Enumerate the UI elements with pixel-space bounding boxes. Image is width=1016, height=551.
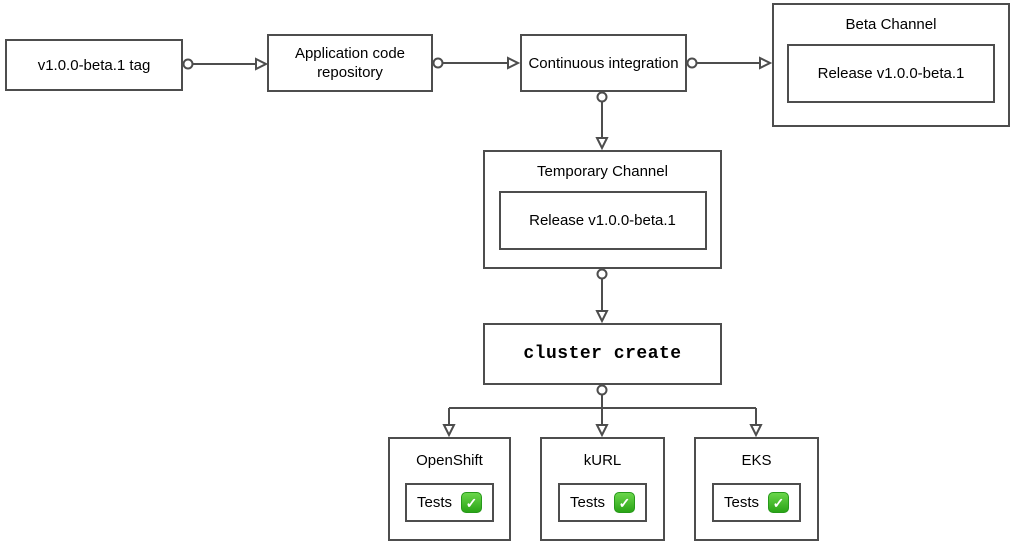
node-eks: EKS Tests ✓ <box>694 437 819 541</box>
kurl-title: kURL <box>583 452 622 469</box>
temporary-channel-release-box: Release v1.0.0-beta.1 <box>498 191 707 250</box>
beta-channel-release-box: Release v1.0.0-beta.1 <box>787 44 995 103</box>
openshift-title: OpenShift <box>416 452 483 469</box>
node-openshift: OpenShift Tests ✓ <box>388 437 511 541</box>
node-application-code-repository: Application code repository <box>267 34 433 92</box>
check-icon: ✓ <box>461 492 482 513</box>
check-icon: ✓ <box>768 492 789 513</box>
eks-tests-label: Tests <box>723 494 759 511</box>
edge-temporary-channel-to-cluster-create <box>595 268 609 324</box>
node-continuous-integration: Continuous integration <box>520 34 687 92</box>
check-glyph: ✓ <box>465 494 478 511</box>
eks-title: EKS <box>741 452 772 469</box>
eks-tests-box: Tests ✓ <box>711 483 801 522</box>
edge-tag-to-repo <box>182 57 269 71</box>
check-glyph: ✓ <box>618 494 631 511</box>
node-cluster-create: cluster create <box>483 323 722 385</box>
temporary-channel-release-label: Release v1.0.0-beta.1 <box>529 212 676 229</box>
node-continuous-integration-label: Continuous integration <box>528 54 679 72</box>
edge-ci-to-temporary-channel <box>595 91 609 151</box>
node-application-code-repository-label: Application code repository <box>294 45 406 81</box>
edge-cluster-create-to-platforms <box>442 384 763 438</box>
node-temporary-channel: Temporary Channel Release v1.0.0-beta.1 <box>483 150 722 269</box>
openshift-tests-label: Tests <box>416 494 452 511</box>
openshift-tests-box: Tests ✓ <box>404 483 494 522</box>
beta-channel-title: Beta Channel <box>845 16 937 33</box>
kurl-tests-box: Tests ✓ <box>557 483 647 522</box>
node-version-tag-label: v1.0.0-beta.1 tag <box>37 56 151 74</box>
node-version-tag: v1.0.0-beta.1 tag <box>5 39 183 91</box>
check-icon: ✓ <box>614 492 635 513</box>
node-kurl: kURL Tests ✓ <box>540 437 665 541</box>
check-glyph: ✓ <box>772 494 785 511</box>
kurl-tests-label: Tests <box>569 494 605 511</box>
edge-repo-to-ci <box>432 56 521 70</box>
beta-channel-release-label: Release v1.0.0-beta.1 <box>817 65 965 82</box>
cluster-create-label: cluster create <box>523 343 682 364</box>
temporary-channel-title: Temporary Channel <box>537 163 668 180</box>
edge-ci-to-beta-channel <box>686 56 773 70</box>
node-beta-channel: Beta Channel Release v1.0.0-beta.1 <box>772 3 1010 127</box>
